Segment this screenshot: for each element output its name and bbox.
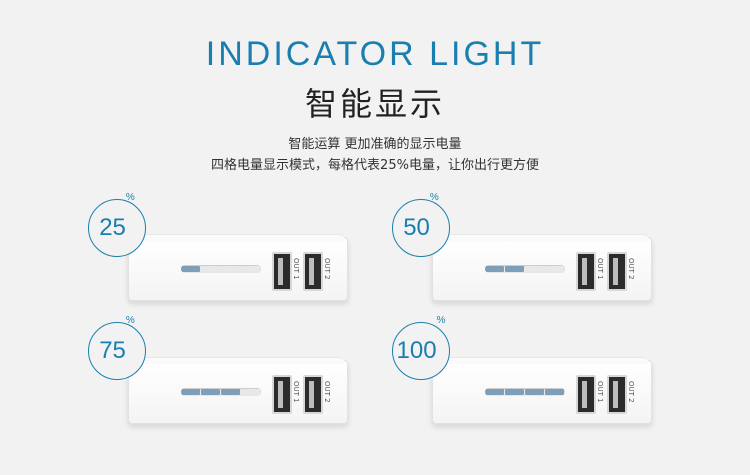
percent-symbol: % xyxy=(125,192,135,203)
led-segment-3 xyxy=(221,266,240,272)
led-segment-3 xyxy=(525,266,544,272)
usb-port-label-2: OUT 2 xyxy=(627,258,635,280)
led-segment-1 xyxy=(181,266,200,272)
description-line-1: 智能运算 更加准确的显示电量 xyxy=(288,137,462,152)
power-bank-device: OUT 1 OUT 2 xyxy=(128,357,348,424)
led-segment-2 xyxy=(505,266,524,272)
led-segment-3 xyxy=(221,389,240,395)
led-segment-1 xyxy=(181,389,200,395)
device-top-edge xyxy=(132,357,344,364)
usb-port-2 xyxy=(303,375,323,414)
percentage-value: 75 xyxy=(99,337,126,364)
title-english: INDICATOR LIGHT xyxy=(205,35,545,73)
percentage-value: 50 xyxy=(403,214,430,241)
usb-port-label-2: OUT 2 xyxy=(323,381,331,403)
led-segment-4 xyxy=(545,266,564,272)
led-segment-1 xyxy=(485,266,504,272)
percent-symbol: % xyxy=(429,192,439,203)
percentage-badge: 100% xyxy=(392,315,450,380)
usb-port-1 xyxy=(576,252,596,291)
usb-port-2 xyxy=(607,375,627,414)
percentage-value: 100 xyxy=(396,337,437,364)
led-segment-4 xyxy=(241,389,260,395)
percent-symbol: % xyxy=(125,315,135,326)
percentage-badge: 50% xyxy=(392,192,450,257)
power-bank-device: OUT 1 OUT 2 xyxy=(432,234,652,301)
power-bank-unit-100: OUT 1 OUT 2 100% xyxy=(392,315,652,438)
battery-indicator-bar xyxy=(485,388,565,396)
battery-indicator-bar xyxy=(485,265,565,273)
device-top-edge xyxy=(436,357,648,364)
usb-port-label-1: OUT 1 xyxy=(292,381,300,403)
usb-port-1 xyxy=(272,252,292,291)
description-line-2: 四格电量显示模式，每格代表25%电量，让你出行更方便 xyxy=(211,158,539,173)
led-segment-3 xyxy=(525,389,544,395)
led-segment-2 xyxy=(505,389,524,395)
percentage-badge: 25% xyxy=(88,192,146,257)
power-bank-device: OUT 1 OUT 2 xyxy=(432,357,652,424)
usb-port-label-2: OUT 2 xyxy=(323,258,331,280)
percent-symbol: % xyxy=(436,315,446,326)
led-segment-4 xyxy=(241,266,260,272)
usb-port-1 xyxy=(272,375,292,414)
usb-port-label-1: OUT 1 xyxy=(292,258,300,280)
led-segment-2 xyxy=(201,389,220,395)
power-bank-unit-75: OUT 1 OUT 2 75% xyxy=(88,315,348,438)
usb-port-1 xyxy=(576,375,596,414)
power-bank-unit-50: OUT 1 OUT 2 50% xyxy=(392,192,652,315)
usb-port-label-1: OUT 1 xyxy=(596,258,604,280)
device-top-edge xyxy=(132,234,344,241)
usb-port-label-1: OUT 1 xyxy=(596,381,604,403)
power-bank-device: OUT 1 OUT 2 xyxy=(128,234,348,301)
led-segment-2 xyxy=(201,266,220,272)
usb-port-2 xyxy=(607,252,627,291)
usb-port-2 xyxy=(303,252,323,291)
percentage-badge: 75% xyxy=(88,315,146,380)
title-chinese: 智能显示 xyxy=(304,85,445,123)
percentage-value: 25 xyxy=(99,214,126,241)
power-bank-unit-25: OUT 1 OUT 2 25% xyxy=(88,192,348,315)
led-segment-4 xyxy=(545,389,564,395)
battery-indicator-bar xyxy=(181,265,261,273)
led-segment-1 xyxy=(485,389,504,395)
battery-indicator-bar xyxy=(181,388,261,396)
usb-port-label-2: OUT 2 xyxy=(627,381,635,403)
device-top-edge xyxy=(436,234,648,241)
